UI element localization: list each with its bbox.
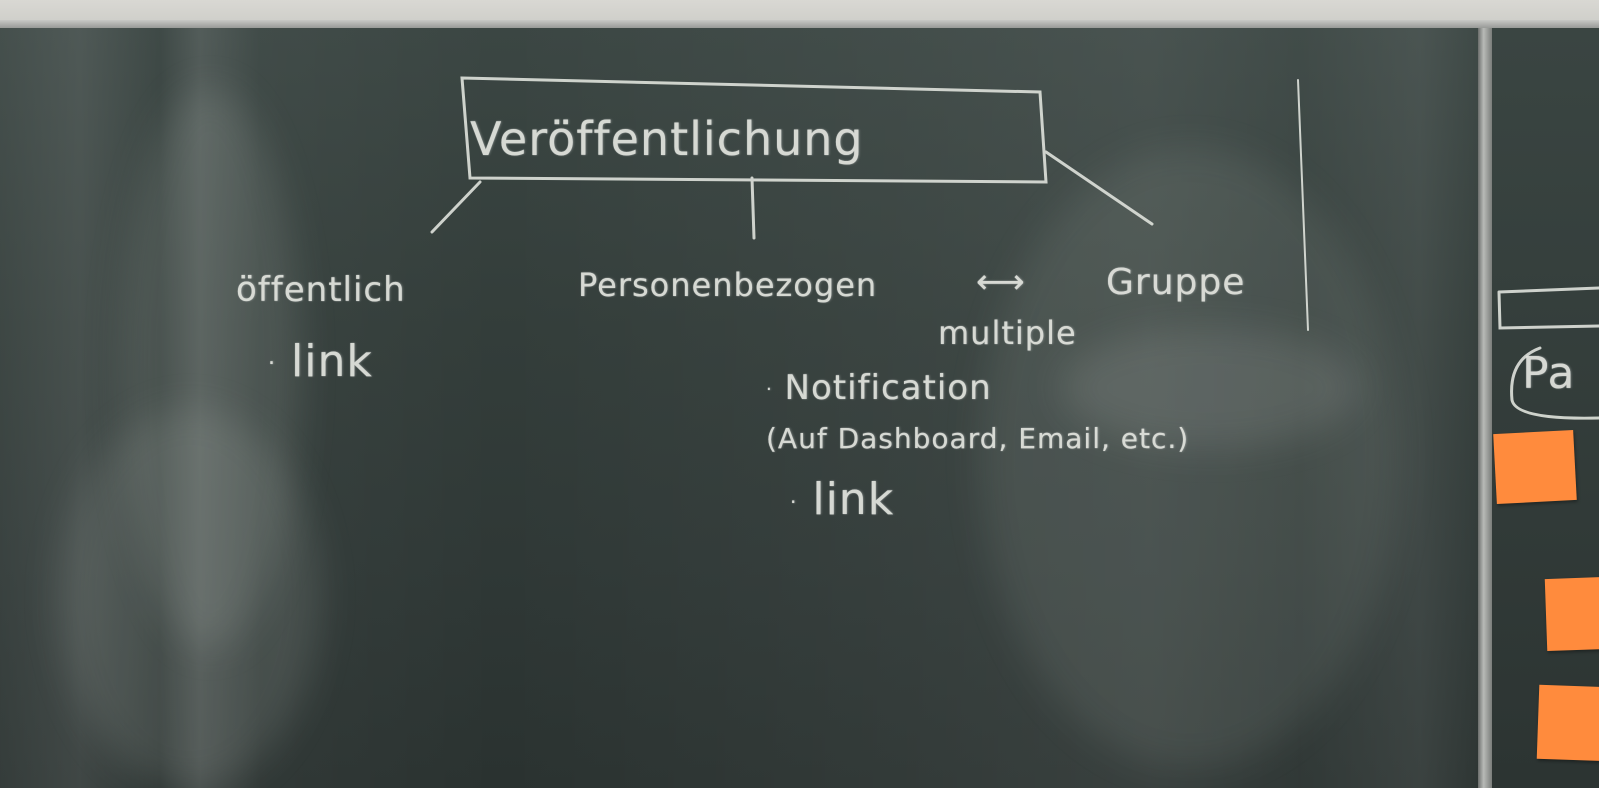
chalk-smudge bbox=[980, 148, 1400, 768]
right-board-box bbox=[1497, 286, 1599, 330]
multiple-note: multiple bbox=[938, 314, 1077, 352]
notification-detail: (Auf Dashboard, Email, etc.) bbox=[766, 422, 1190, 455]
chalkboard-right bbox=[1492, 28, 1599, 788]
related-group-label: Gruppe bbox=[1106, 262, 1246, 303]
sticky-note bbox=[1544, 576, 1599, 652]
chalk-smudge bbox=[60, 408, 320, 788]
sticky-note bbox=[1493, 429, 1577, 505]
middle-bullet-text: Notification bbox=[784, 368, 992, 408]
middle-bullet-text: link bbox=[812, 474, 895, 525]
right-board-bracket bbox=[1510, 346, 1599, 420]
connector-left bbox=[430, 180, 482, 234]
board-divider-frame bbox=[1478, 28, 1492, 788]
title-box bbox=[460, 76, 1048, 184]
left-bullet-1: · link bbox=[268, 336, 373, 387]
chalk-smudge bbox=[1060, 328, 1360, 448]
middle-branch-heading: Personenbezogen bbox=[578, 266, 878, 304]
connector-right bbox=[1044, 150, 1154, 226]
chalkboard-main bbox=[0, 28, 1478, 788]
left-branch-heading: öffentlich bbox=[236, 270, 406, 310]
board-frame-top bbox=[0, 20, 1599, 30]
bullet-dot: · bbox=[766, 379, 773, 400]
left-bullet-text: link bbox=[291, 336, 373, 387]
vertical-chalk-line bbox=[1297, 79, 1309, 331]
sticky-note bbox=[1536, 684, 1599, 762]
board-title: Veröffentlichung bbox=[470, 112, 864, 166]
double-arrow-icon: ⟷ bbox=[976, 262, 1026, 302]
bullet-dot: · bbox=[790, 490, 798, 514]
bullet-dot: · bbox=[268, 351, 276, 377]
chalk-smudge bbox=[120, 88, 300, 648]
middle-bullet-1: · Notification bbox=[766, 368, 992, 408]
connector-middle bbox=[750, 176, 756, 240]
middle-bullet-2: · link bbox=[790, 474, 894, 525]
right-board-partial-text: Pa bbox=[1522, 348, 1576, 399]
